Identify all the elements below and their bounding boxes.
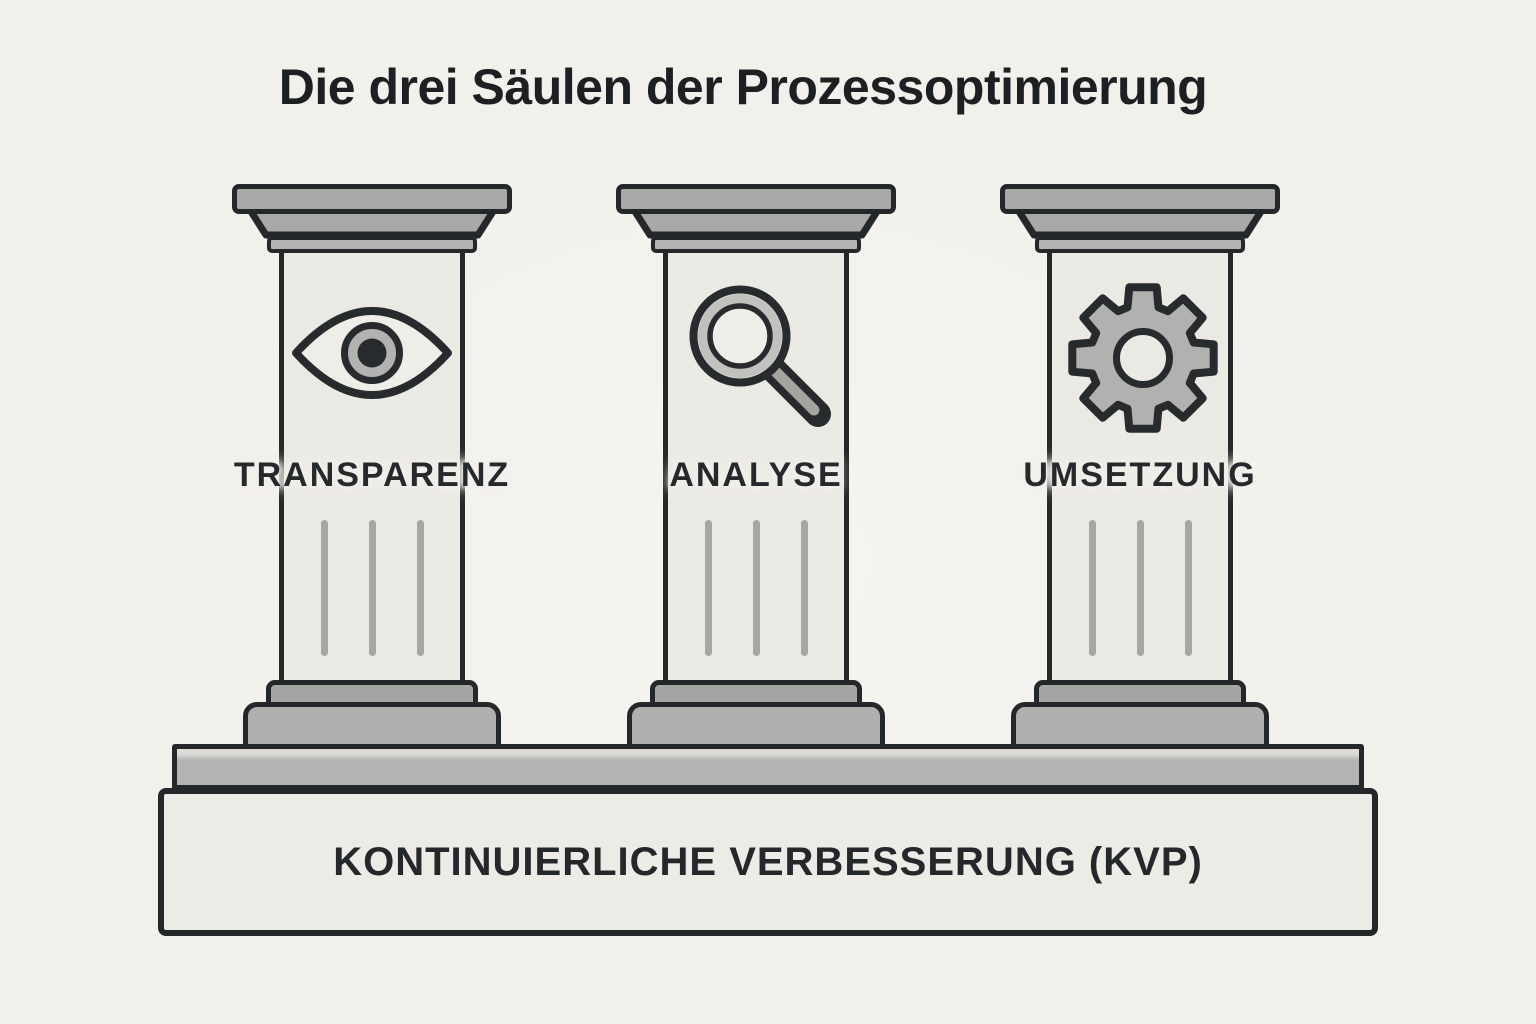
pillar-label: UMSETZUNG bbox=[1023, 456, 1257, 494]
pillar-umsetzung: UMSETZUNG bbox=[970, 0, 1310, 1024]
pillar-label: ANALYSE bbox=[669, 456, 843, 494]
pillar-flutes bbox=[202, 520, 542, 656]
pillar-flutes bbox=[970, 520, 1310, 656]
magnifier-icon bbox=[689, 285, 831, 427]
pillar-capital-slab bbox=[616, 184, 896, 214]
foundation-plinth: KONTINUIERLICHE VERBESSERUNG (KVP) bbox=[158, 788, 1378, 936]
pillar-capital-slab bbox=[232, 184, 512, 214]
eye-icon bbox=[292, 307, 452, 399]
pillar-capital-band bbox=[267, 236, 477, 253]
pillar-capital-band bbox=[651, 236, 861, 253]
pillars-platform bbox=[172, 744, 1364, 790]
page-title: Die drei Säulen der Prozessoptimierung bbox=[278, 59, 1208, 115]
pillar-flutes bbox=[586, 520, 926, 656]
pillar-base-lower bbox=[243, 702, 501, 752]
pillar-transparenz: TRANSPARENZ bbox=[202, 0, 542, 1024]
pillar-capital-slab bbox=[1000, 184, 1280, 214]
gear-icon bbox=[1068, 283, 1218, 433]
pillar-label: TRANSPARENZ bbox=[233, 456, 511, 494]
pillar-capital-band bbox=[1035, 236, 1245, 253]
foundation-label: KONTINUIERLICHE VERBESSERUNG (KVP) bbox=[333, 839, 1203, 884]
